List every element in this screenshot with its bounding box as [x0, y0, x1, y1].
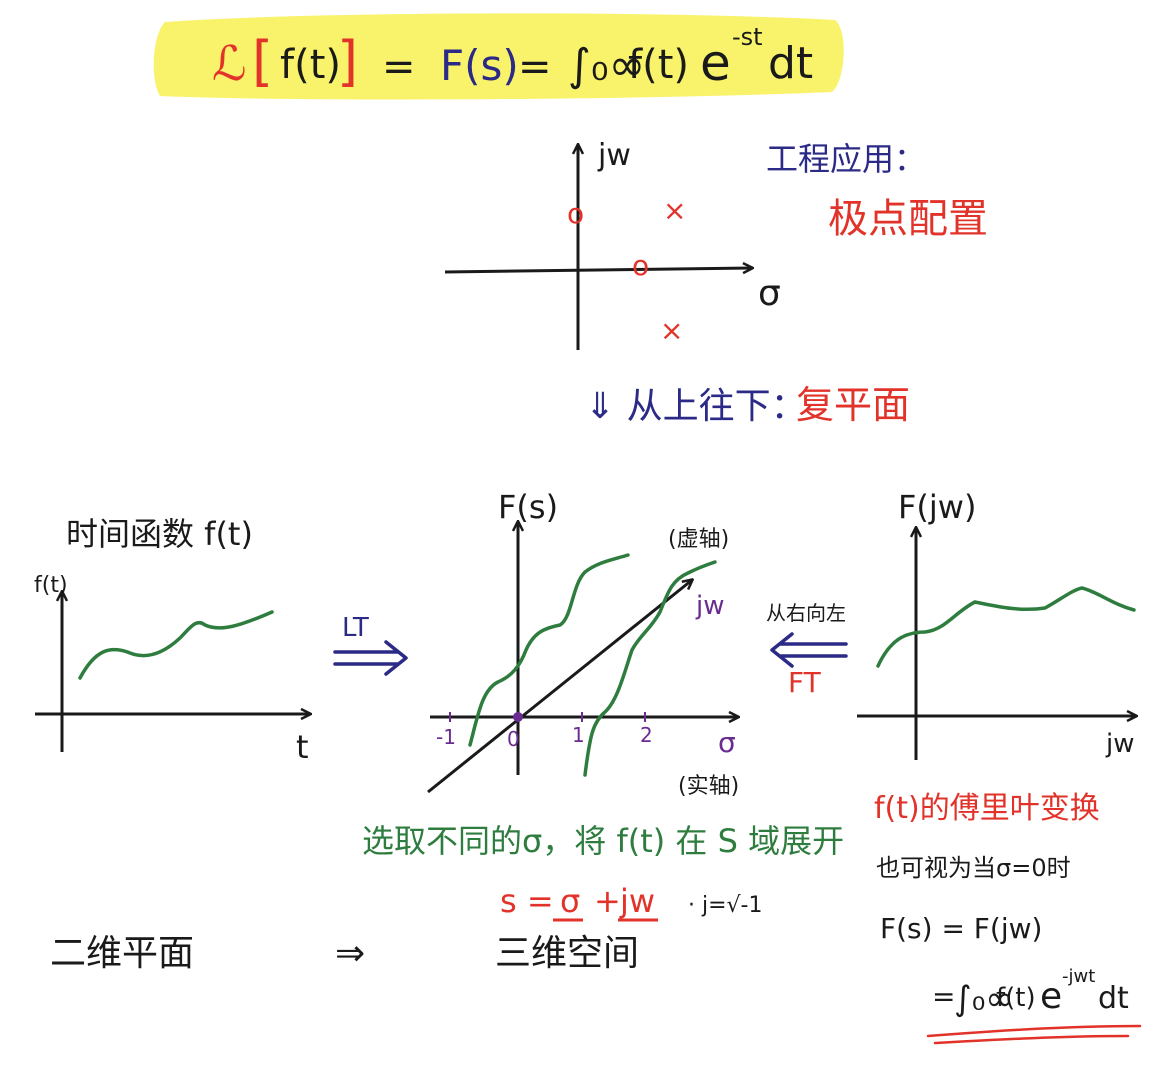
- complex-plane-label: 复平面: [796, 383, 910, 427]
- bracket-open: [: [252, 30, 273, 93]
- top-down-prefix: ⇓ 从上往下：: [585, 386, 807, 427]
- tick-label-zero: 0: [507, 727, 520, 751]
- fourier-underline: [926, 1024, 1142, 1045]
- time-plot-y-label: f(t): [34, 573, 68, 598]
- time-plot-x-label: t: [296, 728, 309, 766]
- fourier-line-2: 也可视为当σ=0时: [876, 854, 1071, 882]
- fourier-title: f(t)的傅里叶变换: [874, 791, 1100, 826]
- two-dim-plane: 二维平面: [50, 933, 194, 974]
- zero-marker-imag: o: [567, 197, 584, 230]
- time-domain-plot: 时间函数 f(t) f(t) t: [34, 515, 310, 766]
- yellow-highlight: [153, 13, 844, 100]
- freq-plot-x-label: jw: [1105, 729, 1135, 759]
- integral-sign: ∫₀∞: [568, 40, 645, 91]
- laplace-definition: ℒ [ f(t) ] = F(s) = ∫₀∞ f(t) e -st dt: [153, 13, 844, 100]
- s-plane-jw-label: jw: [597, 138, 631, 173]
- s-def-left: s =: [500, 882, 554, 920]
- frequency-spectrum-curve: [876, 586, 1136, 668]
- time-signal-curve: [78, 610, 274, 680]
- integrand: f(t): [628, 42, 689, 88]
- fourier-integral: ∫₀∞: [954, 979, 1014, 1019]
- transform-Fs: F(s): [440, 41, 519, 90]
- dt: dt: [768, 38, 813, 89]
- s-domain-jw-label: jw: [695, 591, 725, 621]
- imag-axis-label: (虚轴): [668, 527, 729, 552]
- s-domain-plot: F(s) (虚轴) jw (实轴) σ -1 0 1 2: [427, 488, 739, 799]
- tick-label-two: 2: [640, 723, 653, 747]
- bracket-close: ]: [337, 30, 358, 93]
- s-domain-sigma-label: σ: [718, 726, 736, 759]
- ft-arrow: 从右向左 FT: [766, 601, 848, 699]
- fourier-equals: =: [932, 980, 955, 1013]
- s-plane-horizontal-axis: [444, 268, 752, 272]
- equals-1: =: [382, 44, 416, 90]
- dims-arrow: ⇒: [335, 933, 365, 974]
- ft-double-arrow: [770, 632, 848, 668]
- time-function: f(t): [280, 42, 341, 88]
- sigma-selection-note: 选取不同的σ，将 f(t) 在 S 域展开 s = σ + jw · j=√-1: [362, 822, 844, 922]
- s-def-plus: +: [594, 882, 621, 920]
- fourier-integrand: f(t): [996, 983, 1036, 1013]
- three-dim-space: 三维空间: [495, 933, 639, 974]
- j-definition: · j=√-1: [688, 893, 763, 918]
- surface-slice-right: [583, 560, 717, 777]
- pole-marker-lower: ×: [660, 314, 683, 347]
- tick-label-minus-one: -1: [436, 725, 456, 749]
- pole-marker-upper: ×: [663, 194, 686, 227]
- fourier-power: -jwt: [1062, 966, 1095, 987]
- engineering-application-title: 工程应用：: [766, 140, 926, 178]
- exp-base: e: [700, 34, 731, 92]
- freq-plot-y-label: F(jw): [898, 488, 976, 526]
- s-plane-sigma-label: σ: [758, 273, 781, 314]
- tick-label-one: 1: [572, 723, 585, 747]
- lt-arrow-label: LT: [342, 613, 369, 643]
- dimension-note: 二维平面 ⇒ 三维空间: [50, 933, 639, 974]
- lt-double-arrow: [333, 640, 408, 676]
- time-function-title: 时间函数 f(t): [66, 515, 253, 553]
- real-axis-label: (实轴): [678, 774, 739, 799]
- s-def-sigma: σ: [560, 882, 580, 920]
- s-plane-diagram: jw σ o o × × 工程应用： 极点配置 ⇓ 从上往下： 复平面: [444, 138, 988, 427]
- equals-2: =: [518, 44, 552, 90]
- ft-arrow-label: FT: [788, 666, 822, 699]
- s-domain-y-label: F(s): [498, 488, 558, 526]
- pole-placement-label: 极点配置: [828, 196, 988, 242]
- fourier-e: e: [1040, 976, 1062, 1017]
- ft-arrow-note: 从右向左: [766, 601, 846, 625]
- s-def-jw: jw: [619, 882, 655, 920]
- exp-power: -st: [732, 23, 763, 51]
- zero-marker-real: o: [632, 249, 649, 282]
- surface-slice-left: [468, 553, 630, 747]
- sigma-selection-text: 选取不同的σ，将 f(t) 在 S 域展开: [362, 822, 844, 860]
- fourier-note: f(t)的傅里叶变换 也可视为当σ=0时 F(s) = F(jw) = ∫₀∞ …: [874, 791, 1142, 1045]
- origin-dot: [513, 712, 523, 722]
- laplace-operator: ℒ: [212, 36, 247, 92]
- frequency-plot: F(jw) jw: [857, 488, 1136, 760]
- lt-arrow: LT: [333, 613, 408, 676]
- fourier-line-3: F(s) = F(jw): [880, 912, 1042, 945]
- fourier-dt: dt: [1098, 981, 1129, 1016]
- s-domain-diagonal-axis: [427, 580, 692, 794]
